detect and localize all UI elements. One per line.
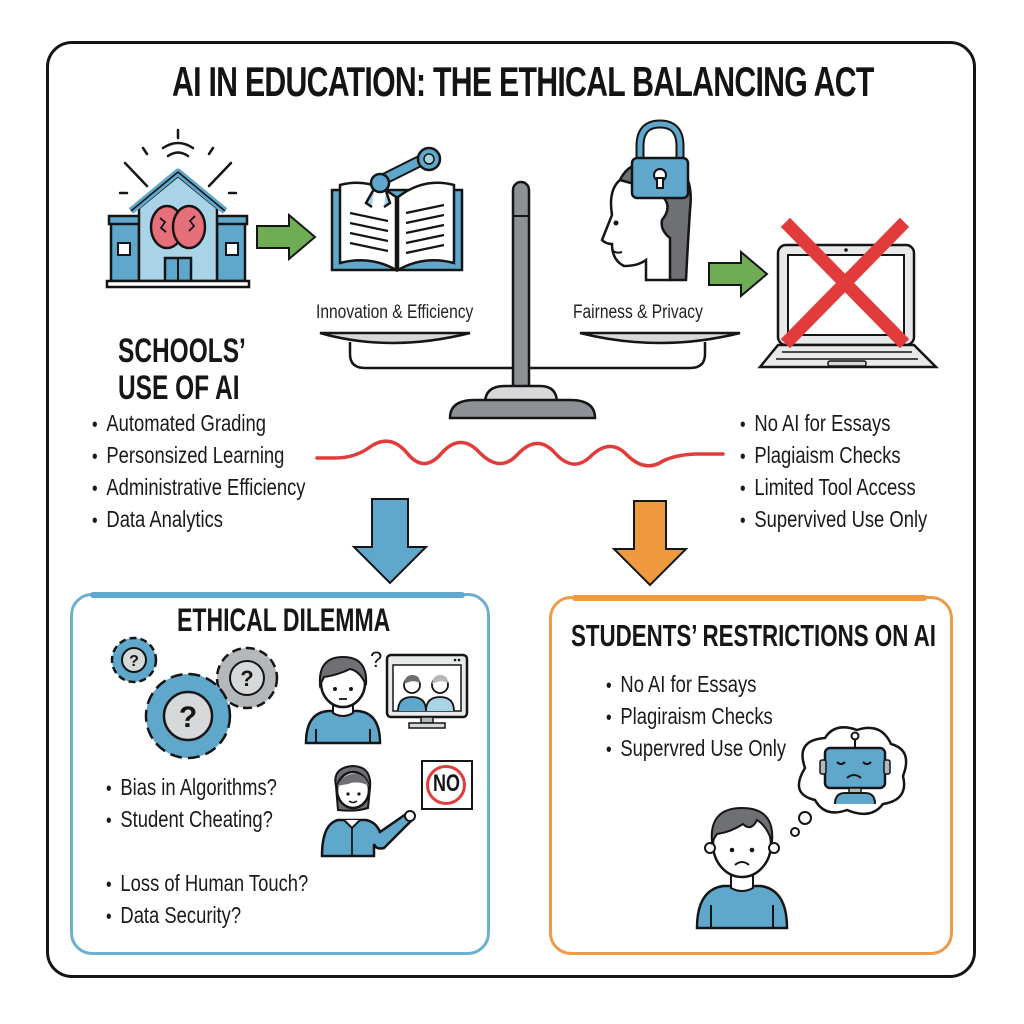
schools-use-list: Automated Grading Personsized Learning A… [92, 408, 359, 536]
list-item: No AI for Essays [740, 408, 927, 440]
list-item: Supervred Use Only [606, 733, 786, 765]
school-brain-icon [105, 128, 251, 289]
page-title: AI IN EDUCATION: THE ETHICAL BALANCING A… [172, 58, 874, 105]
svg-text:?: ? [179, 701, 197, 734]
blue-down-arrow-icon [351, 498, 429, 585]
svg-text:?: ? [129, 653, 139, 670]
list-item: Plagiraism Checks [606, 701, 786, 733]
list-item: Data Analytics [92, 504, 305, 536]
balance-scale-icon [319, 180, 741, 420]
blue-panel-accent [90, 592, 465, 598]
tension-wave-line [315, 439, 725, 468]
sad-robot-thought-icon [790, 726, 908, 837]
sad-student-icon [695, 806, 789, 930]
restrictions-heading: STUDENTS’ RESTRICTIONS ON AI [571, 618, 937, 653]
laptop-crossed-icon [757, 217, 940, 369]
dilemma-list-top: Bias in Algorithms? Student Cheating? [106, 772, 320, 836]
list-item: Supervived Use Only [740, 504, 927, 536]
orange-down-arrow-icon [611, 500, 689, 587]
right-pan-label: Fairness & Privacy [573, 302, 703, 323]
head-lock-icon [600, 119, 692, 282]
list-item: Loss of Human Touch? [106, 868, 308, 900]
schools-heading-line1: SCHOOLS’ [118, 332, 246, 370]
dilemma-list-bottom: Loss of Human Touch? Data Security? [106, 868, 359, 932]
svg-text:?: ? [240, 666, 253, 691]
confused-student-icon: ? [304, 647, 382, 745]
list-item: Student Cheating? [106, 804, 277, 836]
no-sign-text: NO [433, 770, 460, 797]
book-robot-arm-icon [330, 146, 464, 273]
teacher-pointing-icon [320, 764, 416, 858]
green-arrow-icon-2 [708, 249, 769, 299]
no-sign: NO [421, 760, 473, 810]
list-item: Plagiaism Checks [740, 440, 927, 472]
dilemma-heading: ETHICAL DILEMMA [177, 602, 391, 638]
list-item: No AI for Essays [606, 669, 786, 701]
orange-panel-accent [572, 595, 927, 601]
list-item: Administrative Efficiency [92, 472, 305, 504]
right-restrictions-list: No AI for Essays Plagiaism Checks Limite… [740, 408, 974, 536]
list-item: Limited Tool Access [740, 472, 927, 504]
green-arrow-icon [256, 212, 317, 262]
list-item: Personsized Learning [92, 440, 305, 472]
list-item: Bias in Algorithms? [106, 772, 276, 804]
video-call-monitor-icon [385, 653, 469, 729]
list-item: Data Security? [106, 900, 308, 932]
list-item: Automated Grading [92, 408, 305, 440]
svg-text:?: ? [370, 647, 382, 672]
schools-heading-line2: USE OF AI [118, 369, 240, 407]
restrictions-list: No AI for Essays Plagiraism Checks Super… [606, 669, 831, 765]
question-gears-icon: ? ? ? [110, 636, 279, 760]
left-pan-label: Innovation & Efficiency [316, 302, 474, 323]
